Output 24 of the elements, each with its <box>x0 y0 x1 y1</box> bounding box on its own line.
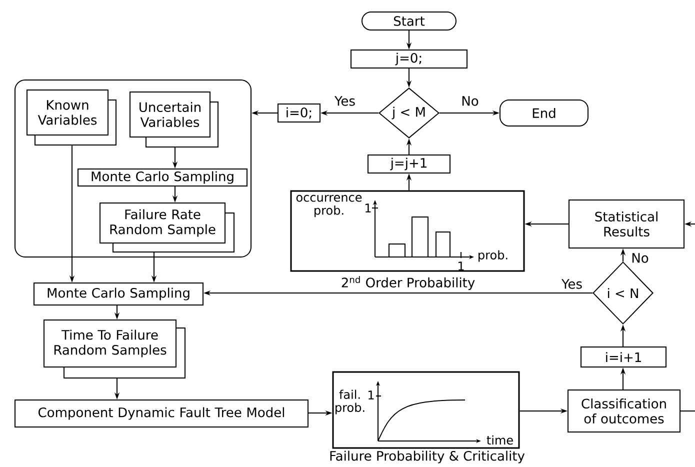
edge-label: Yes <box>334 95 356 107</box>
group-box <box>14 80 252 258</box>
edge-label: Yes <box>560 278 584 290</box>
process-box: j=0; <box>350 50 468 68</box>
curve-chart-box: fail. prob. 1 time <box>332 371 520 449</box>
document-stack-box: Time To Failure Random Samples <box>44 320 186 378</box>
edge-label: No <box>460 95 480 107</box>
document-stack-box: Failure Rate Random Sample <box>100 202 234 252</box>
document-stack-box: Uncertain Variables <box>130 92 218 148</box>
process-box: Classification of outcomes <box>568 390 680 432</box>
process-box: i=0; <box>278 104 320 122</box>
bar-chart-box: occurrence prob. 1 1 prob. <box>290 190 525 272</box>
terminal-box: End <box>500 100 588 126</box>
edge-label: No <box>630 252 650 264</box>
document-stack-box: Known Variables <box>26 90 116 146</box>
terminal-box: Start <box>362 12 456 30</box>
process-box: i=i+1 <box>580 346 666 368</box>
process-box: Monte Carlo Sampling <box>78 168 248 186</box>
process-box: Component Dynamic Fault Tree Model <box>14 400 308 428</box>
process-box: j=j+1 <box>368 154 450 174</box>
node-label: 2$^{nd}$ Order Probability <box>342 276 475 290</box>
process-box: Statistical Results <box>568 200 684 248</box>
process-box: Monte Carlo Sampling <box>34 282 204 306</box>
node-label: Failure Probability & Criticality <box>330 450 525 464</box>
